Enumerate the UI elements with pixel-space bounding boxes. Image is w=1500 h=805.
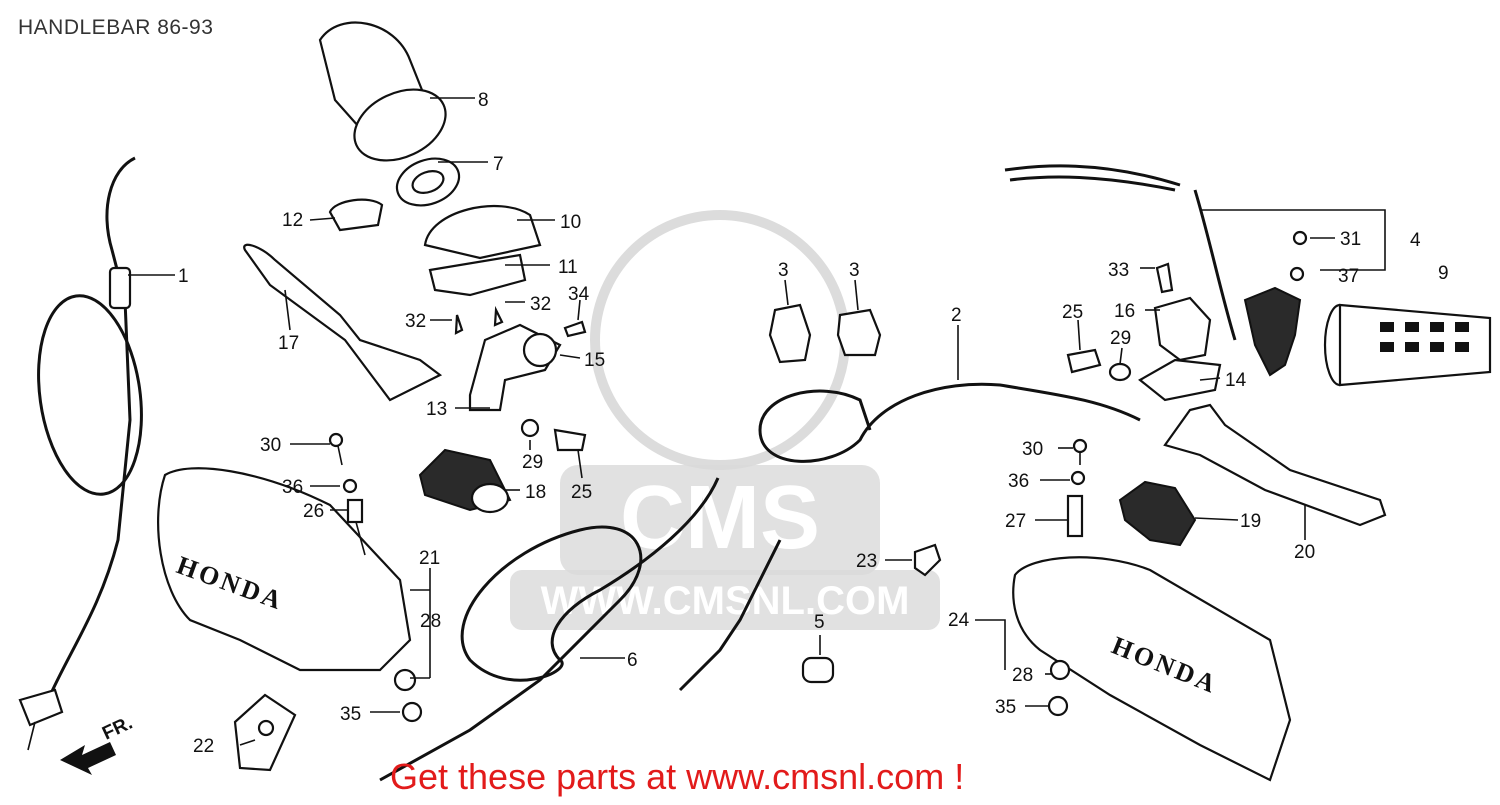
- handguard-left: HONDA: [157, 467, 412, 672]
- diagram-title: HANDLEBAR 86-93: [18, 16, 214, 39]
- callout-23: 23: [856, 551, 877, 572]
- callout-16: 16: [1114, 301, 1135, 322]
- throttle-housing: [328, 198, 542, 297]
- hardware: [328, 230, 1308, 723]
- callout-36a: 36: [282, 477, 303, 498]
- callout-19: 19: [1240, 511, 1261, 532]
- callout-10: 10: [560, 212, 581, 233]
- callout-26: 26: [303, 501, 324, 522]
- throttle-grip: [318, 21, 461, 207]
- front-direction-label: FR.: [99, 713, 136, 745]
- callout-24: 24: [948, 610, 970, 631]
- callout-36b: 36: [1008, 471, 1029, 492]
- callout-30a: 30: [260, 435, 281, 456]
- callout-31: 31: [1340, 229, 1361, 250]
- callout-6: 6: [627, 650, 638, 671]
- callout-3a: 3: [778, 260, 789, 281]
- callout-28a: 28: [420, 611, 441, 632]
- callout-22: 22: [193, 736, 214, 757]
- clutch-lever-right: [1163, 403, 1387, 527]
- lever-bracket-right: [1138, 296, 1222, 402]
- callout-37: 37: [1338, 266, 1359, 287]
- callout-labels: 1 2 3 3 4 5 6 7 8 9 10 11 12 13 14 15 16…: [178, 90, 1449, 757]
- callout-33: 33: [1108, 260, 1129, 281]
- callout-8: 8: [478, 90, 489, 111]
- callout-14: 14: [1225, 370, 1247, 391]
- handguard-right: HONDA: [1012, 556, 1292, 782]
- watermark-logo: CMS: [620, 468, 820, 568]
- clutch-cable: [379, 382, 1141, 782]
- front-direction-arrow: FR.: [60, 713, 136, 775]
- callout-17: 17: [278, 333, 299, 354]
- callout-28b: 28: [1012, 665, 1033, 686]
- callout-2: 2: [951, 305, 962, 326]
- callout-29a: 29: [522, 452, 543, 473]
- callout-25b: 25: [1062, 302, 1083, 323]
- callout-20: 20: [1294, 542, 1315, 563]
- clamp-23: [913, 543, 942, 577]
- callout-4: 4: [1410, 230, 1421, 251]
- callout-32a: 32: [405, 311, 426, 332]
- promo-banner[interactable]: Get these parts at www.cmsnl.com !: [390, 756, 965, 797]
- watermark-url: WWW.CMSNL.COM: [541, 579, 910, 623]
- callout-9: 9: [1438, 263, 1449, 284]
- switch-19: [1118, 480, 1197, 547]
- callout-18: 18: [525, 482, 546, 503]
- callout-30b: 30: [1022, 439, 1043, 460]
- callout-12: 12: [282, 210, 303, 231]
- cable-clamps: [768, 303, 882, 364]
- callout-11: 11: [558, 257, 578, 278]
- callout-27: 27: [1005, 511, 1026, 532]
- callout-21: 21: [419, 548, 440, 569]
- callout-13: 13: [426, 399, 447, 420]
- callout-25a: 25: [571, 482, 592, 503]
- callout-7: 7: [493, 154, 504, 175]
- callout-3b: 3: [849, 260, 860, 281]
- callout-34: 34: [568, 284, 590, 305]
- clip-22: [233, 693, 297, 772]
- callout-35a: 35: [340, 704, 361, 725]
- callout-29b: 29: [1110, 328, 1131, 349]
- callout-15: 15: [584, 350, 605, 371]
- leader-lines: [128, 97, 1386, 746]
- callout-35b: 35: [995, 697, 1016, 718]
- callout-1: 1: [178, 266, 189, 287]
- grip-right: [1323, 303, 1492, 387]
- lever-bracket: [468, 323, 562, 412]
- throttle-cable: [18, 156, 143, 751]
- callout-5: 5: [814, 612, 825, 633]
- callout-32b: 32: [530, 294, 551, 315]
- switch-18: [418, 448, 512, 514]
- brake-lever-left: [243, 243, 443, 402]
- switch-assembly-right: [1004, 164, 1302, 377]
